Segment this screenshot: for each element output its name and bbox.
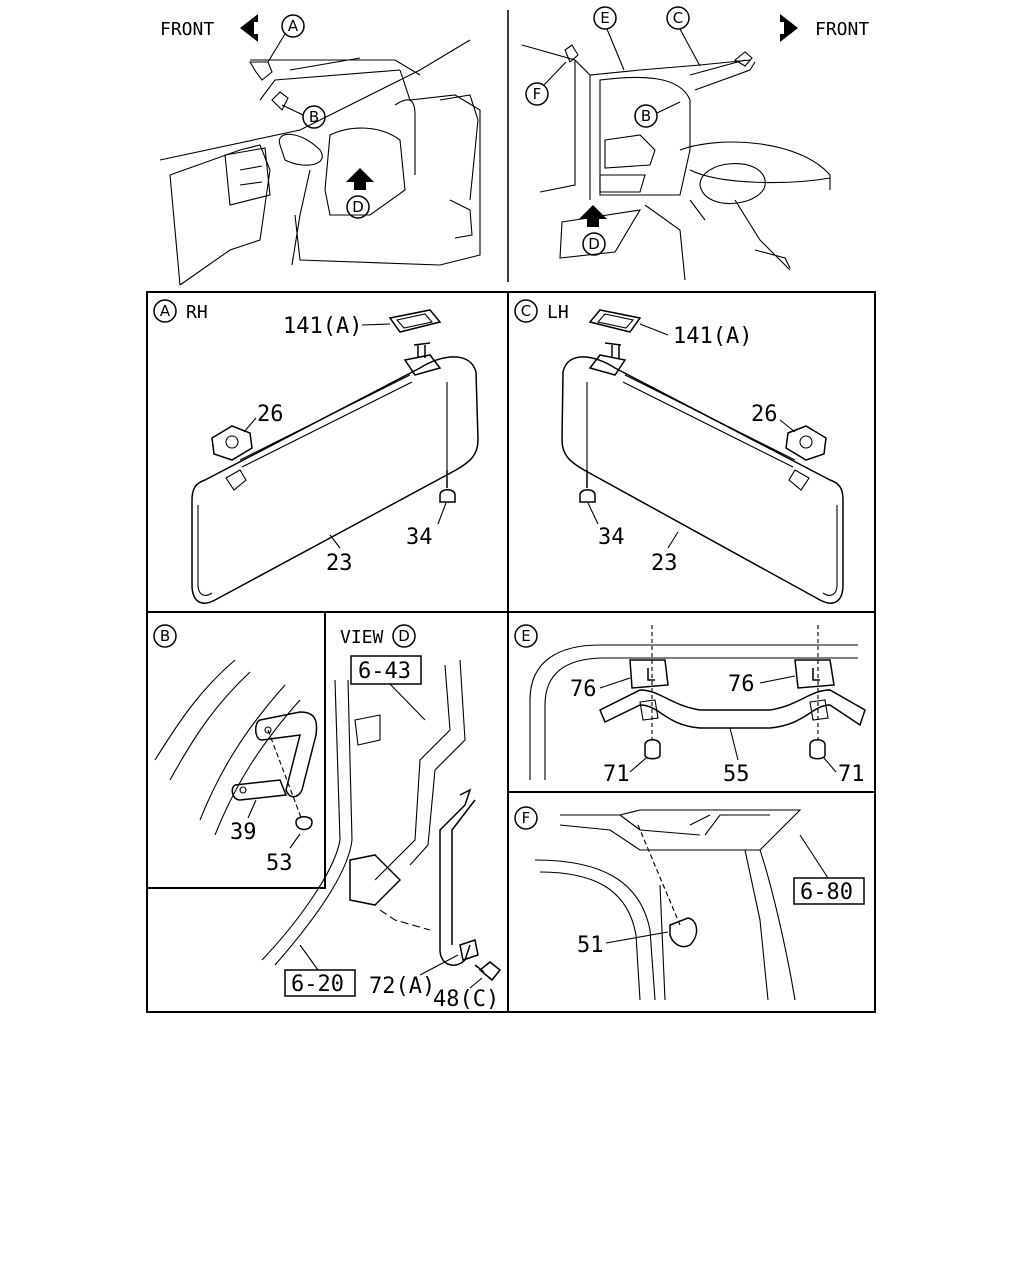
callout-e-top: E	[593, 6, 617, 30]
view-d-part-72: 72(A)	[369, 974, 435, 999]
front-arrow-right-icon	[780, 14, 798, 42]
overview-left: FRONT A B D	[159, 14, 481, 286]
svg-text:D: D	[588, 235, 600, 253]
panel-c-part-23: 23	[651, 551, 678, 576]
panel-e-part-76-right: 76	[728, 672, 755, 697]
panel-a-part-141: 141(A)	[283, 314, 362, 339]
front-label-left: FRONT	[160, 19, 214, 40]
svg-text:B: B	[309, 108, 319, 126]
panel-e-part-76-left: 76	[570, 677, 597, 702]
panel-b: B 39 53	[153, 624, 318, 876]
svg-text:E: E	[521, 627, 530, 645]
panel-a-title: RH	[186, 302, 208, 323]
svg-text:A: A	[288, 17, 299, 35]
panel-f-circle: F	[514, 806, 538, 830]
front-label-right: FRONT	[815, 19, 869, 40]
panel-c-part-34: 34	[598, 525, 625, 550]
panel-f-ref-680: 6-80	[800, 880, 853, 905]
panel-a-circle: A	[153, 299, 177, 323]
panel-c-part-26: 26	[751, 402, 778, 427]
panel-b-part-53: 53	[266, 851, 293, 876]
panel-e-part-71-right: 71	[838, 762, 865, 787]
view-arrow-left-icon	[346, 168, 374, 190]
callout-a-top: A	[281, 14, 305, 38]
panel-f-ref-680-box	[793, 877, 865, 905]
svg-text:A: A	[160, 302, 171, 320]
panel-f-part-51: 51	[577, 933, 604, 958]
view-d-circle: D	[392, 624, 416, 648]
svg-text:C: C	[521, 302, 531, 320]
panel-c-lh: C LH 141(A) 26 34 23	[514, 299, 844, 604]
panel-a-part-23: 23	[326, 551, 353, 576]
panel-e: E 76 76 71 71 55	[514, 624, 866, 787]
callout-d-top-left: D	[346, 195, 370, 219]
detail-frame	[146, 291, 876, 1013]
panel-e-part-71-left: 71	[603, 762, 630, 787]
panel-a-part-26: 26	[257, 402, 284, 427]
panel-b-circle: B	[153, 624, 177, 648]
overview-right: FRONT E C F B D	[521, 6, 869, 281]
callout-c-top: C	[666, 6, 690, 30]
view-d-ref-643-box	[350, 655, 422, 685]
view-d-ref-620-box	[284, 969, 356, 997]
svg-text:B: B	[641, 107, 651, 125]
panel-view-d: VIEW D 6-43 6-20 72(A) 48(C)	[261, 624, 502, 1012]
panel-c-title: LH	[547, 302, 569, 323]
view-d-ref-620: 6-20	[291, 972, 344, 997]
callout-d-top-right: D	[582, 232, 606, 256]
panel-e-part-55: 55	[723, 762, 750, 787]
view-d-part-48: 48(C)	[433, 987, 499, 1012]
svg-text:F: F	[533, 85, 542, 103]
callout-b-top-left: B	[302, 105, 326, 129]
panel-c-circle: C	[514, 299, 538, 323]
view-arrow-right-icon	[579, 205, 607, 227]
svg-text:D: D	[352, 198, 364, 216]
svg-text:B: B	[160, 627, 170, 645]
panel-f: F 6-80 51	[514, 806, 865, 1001]
svg-text:F: F	[522, 809, 531, 827]
svg-text:C: C	[673, 9, 683, 27]
panel-b-part-39: 39	[230, 820, 257, 845]
panel-a-part-34: 34	[406, 525, 433, 550]
panel-a-rh: A RH 141(A) 26 34 23	[153, 299, 479, 604]
svg-text:E: E	[600, 9, 609, 27]
callout-f-top: F	[525, 82, 549, 106]
panel-e-circle: E	[514, 624, 538, 648]
svg-text:D: D	[398, 627, 410, 645]
view-d-title: VIEW	[340, 627, 384, 648]
view-d-ref-643: 6-43	[358, 659, 411, 684]
panel-c-part-141: 141(A)	[673, 324, 752, 349]
front-arrow-left-icon	[240, 14, 258, 42]
callout-b-top-right: B	[634, 104, 658, 128]
